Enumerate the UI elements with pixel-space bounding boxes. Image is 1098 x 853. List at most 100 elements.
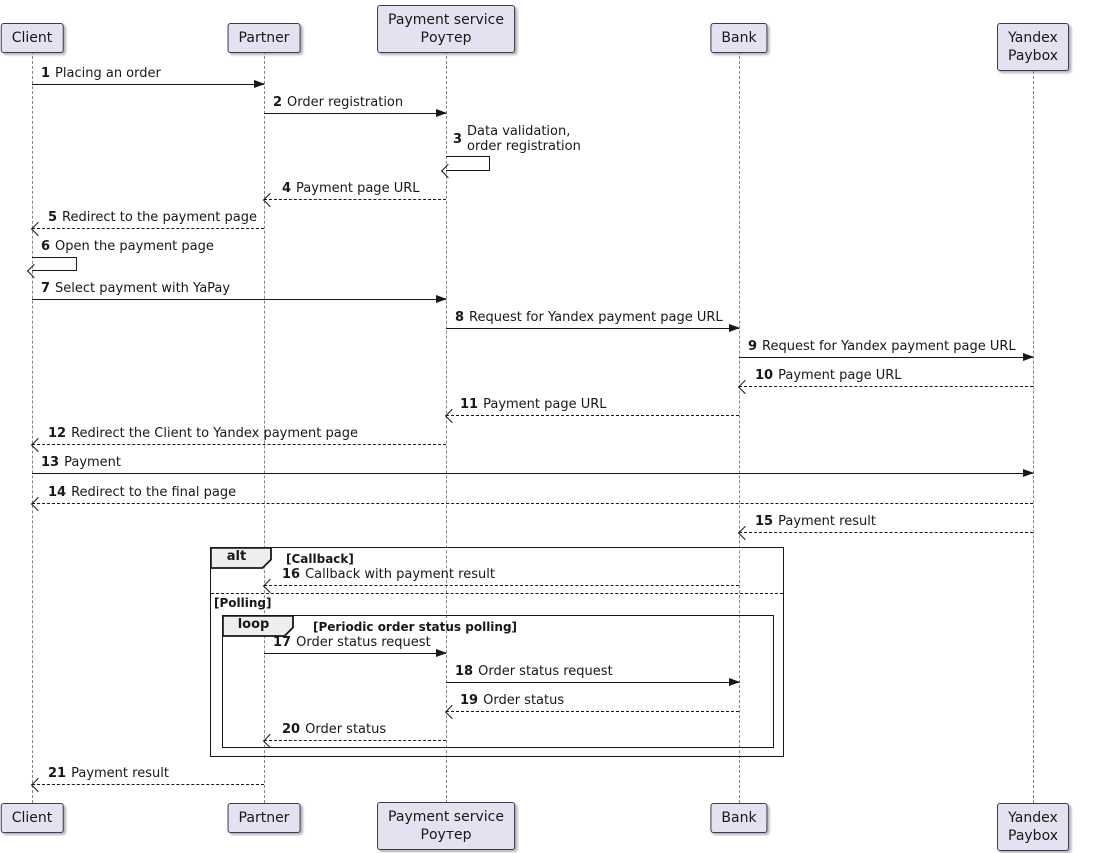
message-4-arrow	[262, 192, 446, 208]
message-text: Payment page URL	[778, 368, 902, 383]
message-2-arrow	[264, 109, 447, 117]
arrowhead-left-icon	[262, 192, 278, 208]
participant-top-partner: Partner	[227, 23, 301, 53]
message-text: Request for Yandex payment page URL	[762, 339, 1016, 354]
message-text: Payment result	[71, 766, 169, 781]
message-text: Order status request	[296, 635, 431, 650]
participant-bottom-client: Client	[0, 803, 64, 833]
participant-bottom-yandex-paybox: Yandex Paybox	[997, 803, 1069, 851]
arrowhead-right-icon	[1023, 353, 1034, 361]
message-18-arrow	[446, 678, 740, 686]
message-16-label: 16 Callback with payment result	[282, 567, 495, 582]
message-number: 11	[460, 397, 479, 412]
arrowhead-right-icon	[729, 678, 740, 686]
message-10-label: 10 Payment page URL	[755, 368, 902, 383]
message-number: 12	[48, 426, 67, 441]
arrowhead-left-icon	[737, 525, 753, 541]
loop-keyword: loop	[237, 617, 270, 632]
message-text: Data validation, order registration	[467, 124, 581, 154]
message-16-arrow	[262, 578, 739, 594]
message-number: 8	[455, 310, 465, 325]
alt-pentagon	[210, 547, 272, 569]
arrowhead-right-icon	[436, 649, 447, 657]
lifeline-client	[31, 51, 33, 803]
message-number: 10	[755, 368, 774, 383]
arrowhead-left-icon	[440, 163, 456, 179]
message-text: Request for Yandex payment page URL	[469, 310, 723, 325]
message-text: Order status request	[478, 664, 613, 679]
message-text: Open the payment page	[55, 239, 214, 254]
participant-top-bank: Bank	[710, 23, 768, 53]
participant-bottom-partner: Partner	[227, 803, 301, 833]
message-number: 20	[282, 722, 301, 737]
message-11-arrow	[444, 408, 739, 424]
message-10-arrow	[737, 379, 1033, 395]
message-number: 3	[453, 131, 463, 147]
message-9-arrow	[739, 353, 1034, 361]
message-number: 13	[41, 455, 60, 470]
participant-top-client: Client	[0, 23, 64, 53]
message-number: 4	[282, 181, 292, 196]
message-text: Callback with payment result	[305, 567, 495, 582]
message-number: 1	[41, 66, 51, 81]
alt-frame-header: alt	[210, 547, 272, 569]
message-9-label: 9 Request for Yandex payment page URL	[748, 339, 1016, 354]
message-number: 2	[273, 95, 283, 110]
message-text: Redirect the Client to Yandex payment pa…	[71, 426, 358, 441]
alt-keyword: alt	[226, 549, 247, 564]
arrowhead-left-icon	[30, 777, 46, 793]
message-number: 17	[273, 635, 292, 650]
message-text: Payment page URL	[483, 397, 607, 412]
message-2-label: 2 Order registration	[273, 95, 403, 110]
arrowhead-left-icon	[737, 379, 753, 395]
lifeline-yandex-paybox	[1032, 51, 1034, 803]
alt-divider-label: [Polling]	[214, 596, 272, 610]
message-12-label: 12 Redirect the Client to Yandex payment …	[48, 426, 358, 441]
message-number: 18	[455, 664, 474, 679]
message-15-arrow	[737, 525, 1033, 541]
message-number: 9	[748, 339, 758, 354]
message-14-label: 14 Redirect to the final page	[48, 485, 236, 500]
message-19-arrow	[444, 704, 739, 720]
message-14-arrow	[30, 496, 1033, 512]
participant-top-yandex-paybox: Yandex Paybox	[997, 23, 1069, 71]
arrowhead-right-icon	[254, 80, 265, 88]
message-text: Payment page URL	[296, 181, 420, 196]
message-20-arrow	[262, 733, 446, 749]
message-5-arrow	[30, 221, 264, 237]
participant-bottom-bank: Bank	[710, 803, 768, 833]
message-13-arrow	[32, 469, 1034, 477]
message-number: 16	[282, 567, 301, 582]
message-number: 19	[460, 693, 479, 708]
message-number: 15	[755, 514, 774, 529]
message-text: Redirect to the final page	[71, 485, 237, 500]
arrowhead-left-icon	[444, 408, 460, 424]
message-text: Select payment with YaPay	[55, 281, 231, 296]
message-number: 5	[48, 210, 58, 225]
loop-pentagon	[222, 615, 294, 637]
message-21-arrow	[30, 777, 264, 793]
message-17-arrow	[264, 649, 447, 657]
message-text: Order registration	[287, 95, 404, 110]
message-6-self-arrow	[26, 257, 77, 279]
lifeline-bank	[738, 51, 740, 803]
alt-frame: alt [Callback] [Polling]	[210, 547, 784, 757]
arrowhead-right-icon	[1023, 469, 1034, 477]
message-1-arrow	[32, 80, 265, 88]
loop-condition: [Periodic order status polling]	[313, 620, 518, 634]
arrowhead-right-icon	[436, 109, 447, 117]
lifeline-payment-service	[445, 51, 447, 803]
message-3-self-arrow	[440, 156, 490, 179]
arrowhead-left-icon	[30, 221, 46, 237]
message-number: 14	[48, 485, 67, 500]
